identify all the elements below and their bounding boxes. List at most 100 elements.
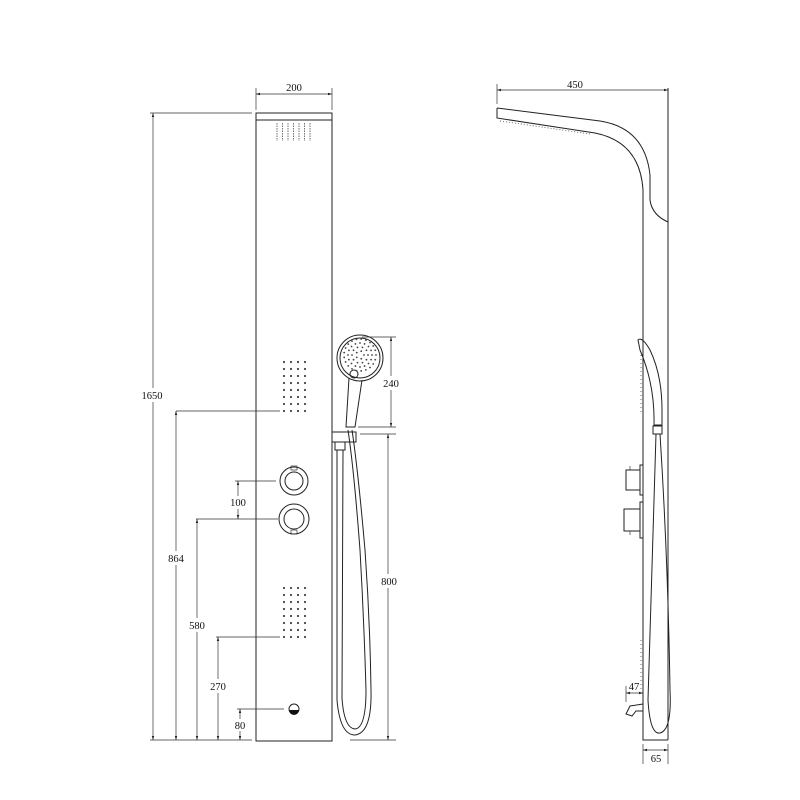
jet-nozzle <box>289 360 293 364</box>
jet-nozzle <box>282 600 286 604</box>
spray-nozzle <box>352 358 355 361</box>
spray-nozzle <box>355 369 358 372</box>
spray-nozzle <box>365 358 368 361</box>
spray-nozzle <box>359 366 361 368</box>
spray-nozzle <box>371 354 373 356</box>
jet-nozzle <box>296 381 300 385</box>
jet-nozzle <box>289 409 293 413</box>
jet-nozzle <box>296 607 300 611</box>
dim-270: 270 <box>210 682 226 693</box>
jet-nozzle <box>296 402 300 406</box>
spray-nozzle <box>348 349 350 352</box>
spray-nozzle <box>344 361 347 363</box>
jet-nozzle <box>303 607 307 611</box>
spray-nozzle <box>354 365 357 367</box>
front-panel <box>255 112 333 742</box>
jet-nozzle <box>289 635 293 639</box>
jet-nozzle <box>303 600 307 604</box>
dim-100: 100 <box>230 498 246 509</box>
jet-nozzle <box>282 635 286 639</box>
jet-nozzle <box>296 360 300 364</box>
spray-nozzle <box>356 346 359 349</box>
spray-nozzle <box>351 340 353 343</box>
jet-nozzle <box>303 367 307 371</box>
spray-nozzle <box>347 364 350 367</box>
dim-80: 80 <box>235 721 246 732</box>
jet-nozzle <box>289 628 293 632</box>
jet-nozzle <box>282 607 286 611</box>
spray-nozzle <box>355 351 358 354</box>
jet-nozzle <box>296 614 300 618</box>
front-view <box>255 112 384 742</box>
spray-nozzle <box>369 366 371 369</box>
dim-450: 450 <box>567 80 583 91</box>
side-knob-upper <box>625 464 644 496</box>
jet-nozzle <box>282 621 286 625</box>
jet-nozzle <box>289 600 293 604</box>
rain-jet-slits <box>276 123 311 141</box>
side-holder <box>652 425 663 435</box>
jet-nozzle <box>303 402 307 406</box>
spray-nozzle <box>374 358 377 361</box>
spray-nozzle <box>363 365 366 367</box>
jet-nozzle <box>282 593 286 597</box>
dim-width-200: 200 <box>286 83 302 94</box>
jet-nozzle <box>282 409 286 413</box>
tub-spout <box>288 703 300 715</box>
spray-nozzle <box>343 356 346 359</box>
jet-nozzle <box>282 402 286 406</box>
spray-nozzle <box>363 343 366 345</box>
spray-nozzle <box>370 358 372 361</box>
spray-nozzle <box>367 354 369 356</box>
spray-nozzle <box>370 349 372 352</box>
jet-nozzle <box>289 607 293 611</box>
jet-nozzle <box>282 360 286 364</box>
jet-nozzle <box>289 621 293 625</box>
jet-nozzle <box>289 593 293 597</box>
jet-nozzle <box>289 374 293 378</box>
jet-nozzle <box>289 367 293 371</box>
shower-arm-top <box>496 107 669 223</box>
upper-body-jets <box>282 360 307 413</box>
jet-nozzle <box>282 388 286 392</box>
jet-nozzle <box>303 388 307 392</box>
dim-47: 47 <box>629 682 640 693</box>
jet-nozzle <box>296 593 300 597</box>
spray-nozzle <box>364 339 367 342</box>
jet-nozzle <box>296 395 300 399</box>
spray-nozzle <box>365 349 368 352</box>
spray-nozzle <box>369 341 371 344</box>
jet-nozzle <box>289 395 293 399</box>
spray-nozzle <box>350 362 353 365</box>
dim-800: 800 <box>381 577 397 588</box>
side-knob-lower <box>623 501 644 539</box>
jet-nozzle <box>303 621 307 625</box>
jet-nozzle <box>289 381 293 385</box>
spray-nozzle <box>372 345 375 347</box>
jet-nozzle <box>296 388 300 392</box>
jet-nozzle <box>303 586 307 590</box>
spray-nozzle <box>348 358 350 361</box>
side-dimensions: 450 47 65 <box>496 80 669 765</box>
shower-arm-bottom <box>496 108 668 741</box>
lower-body-jets <box>282 586 307 639</box>
jet-nozzle <box>296 409 300 413</box>
jet-nozzle <box>303 395 307 399</box>
spray-nozzle <box>363 354 365 356</box>
jet-nozzle <box>296 628 300 632</box>
side-hose <box>647 433 671 734</box>
spray-nozzle <box>352 349 355 352</box>
jet-nozzle <box>303 409 307 413</box>
jet-nozzle <box>303 593 307 597</box>
spray-nozzle <box>356 361 359 364</box>
spray-nozzle <box>343 351 346 354</box>
jet-nozzle <box>303 381 307 385</box>
dim-240: 240 <box>383 379 399 390</box>
jet-nozzle <box>282 374 286 378</box>
jet-nozzle <box>282 586 286 590</box>
shower-holder-bracket <box>331 431 357 451</box>
spray-nozzle <box>375 354 377 356</box>
jet-nozzle <box>282 614 286 618</box>
dim-580: 580 <box>189 621 205 632</box>
